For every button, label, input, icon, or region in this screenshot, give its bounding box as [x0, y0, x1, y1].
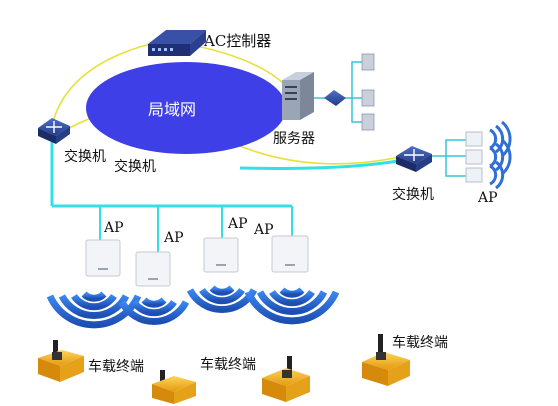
ap-device-2: [135, 251, 171, 287]
vehicle-terminal-2: [152, 370, 196, 404]
terminal-label-3: 车载终端: [392, 335, 448, 351]
ac-controller-label: AC控制器: [204, 32, 272, 50]
cable-ac-to-server: [195, 45, 287, 87]
lan-label: 局域网: [148, 100, 197, 119]
right-ap-devices: [465, 131, 483, 183]
ac-controller-icon: [148, 30, 206, 56]
ap-drop-cables: [99, 206, 293, 252]
ap-device-1: [85, 239, 121, 277]
terminal-label-2: 车载终端: [200, 357, 256, 373]
wifi-wave-4: [244, 287, 340, 325]
mini-switch-icon: [324, 90, 346, 106]
terminal-label-1: 车载终端: [88, 359, 144, 375]
right-switch-links: [432, 139, 466, 177]
cable-ac-to-left-switch: [51, 43, 151, 127]
server-icon: [282, 72, 314, 120]
wifi-waves: [46, 285, 340, 329]
right-ap-wave-icons: [489, 120, 512, 190]
vehicle-terminal-4: [362, 334, 410, 386]
vehicle-terminal-1: [38, 340, 84, 382]
ap-label-1: AP: [104, 220, 124, 236]
ap-device-4: [271, 235, 309, 273]
cable-lan-to-right-switch: [239, 145, 405, 165]
right-ap-label: AP: [478, 190, 498, 206]
cyan-cables: [50, 140, 405, 208]
ap-label-2: AP: [164, 230, 184, 246]
left-switch-label: 交换机: [64, 149, 106, 165]
left-switch-label-2: 交换机: [114, 159, 156, 175]
small-server-stack: [361, 53, 375, 131]
wifi-wave-3: [186, 285, 258, 313]
vehicle-terminal-3: [262, 356, 310, 402]
ap-label-3: AP: [228, 216, 248, 232]
right-switch-icon: [396, 146, 432, 172]
right-switch-label: 交换机: [392, 187, 434, 203]
ap-label-4: AP: [254, 222, 274, 238]
lan-cloud: [86, 62, 286, 154]
ap-device-3: [203, 237, 239, 273]
server-label: 服务器: [273, 131, 315, 147]
cable-lan-to-right-switch-cyan: [239, 158, 405, 171]
wifi-wave-2: [118, 297, 190, 325]
left-switch-icon: [38, 118, 70, 144]
